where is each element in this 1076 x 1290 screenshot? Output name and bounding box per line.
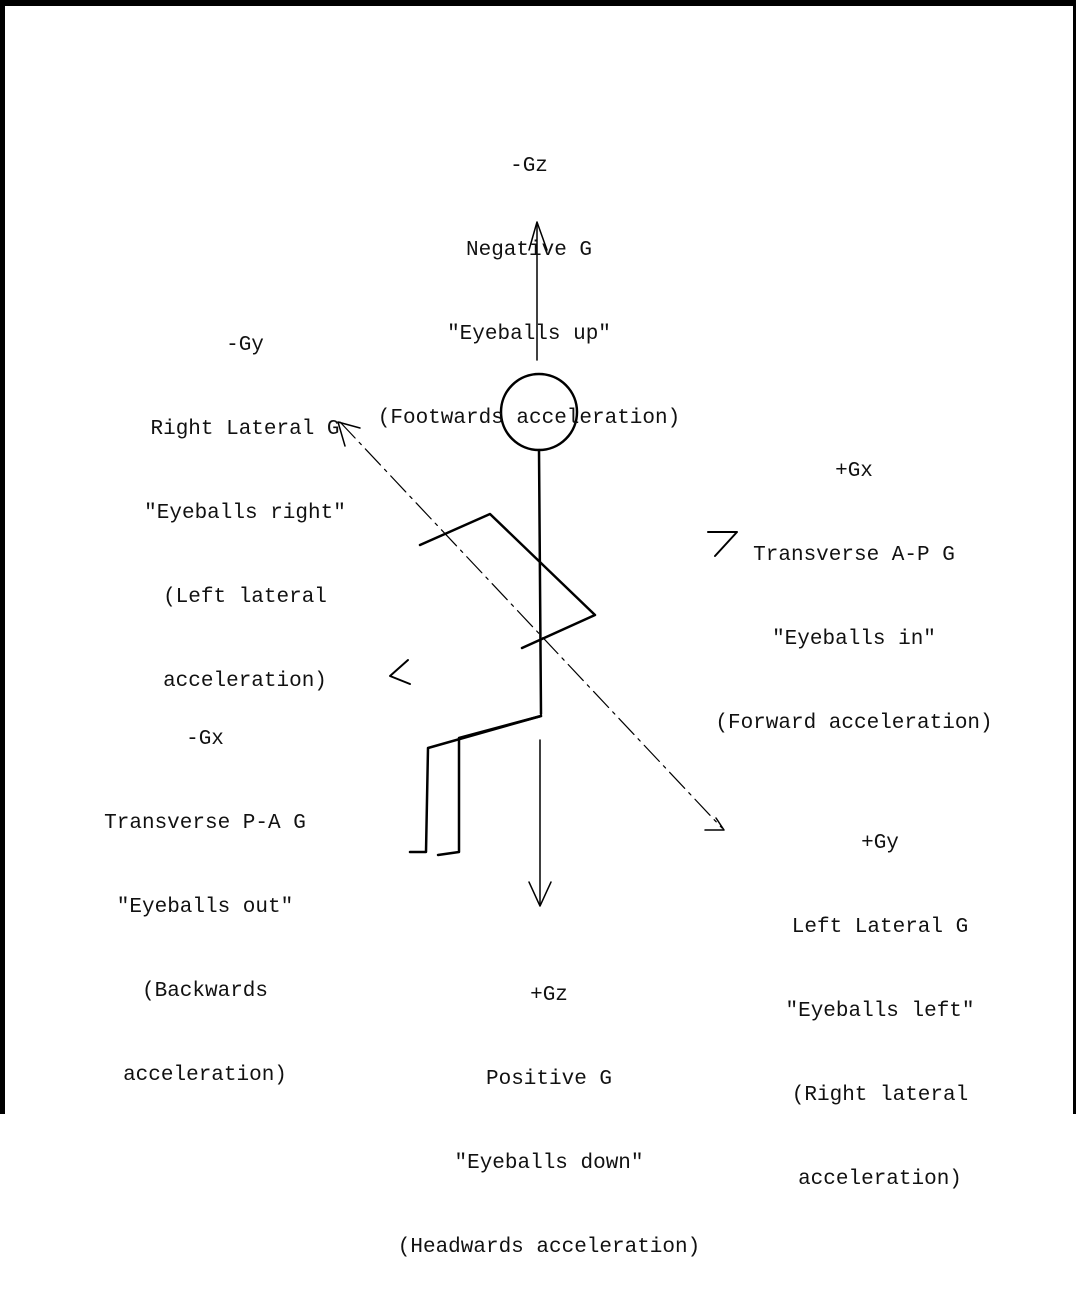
gy-neg-arrowhead — [337, 421, 361, 447]
g-axes-diagram — [337, 221, 738, 907]
gx-neg-arrowhead — [389, 659, 411, 685]
figure-arm-upper — [418, 512, 597, 650]
gz-down-arrowhead — [528, 881, 552, 907]
label-negative-gy: -Gy Right Lateral G "Eyeballs right" (Le… — [144, 334, 346, 693]
figure-frame — [0, 0, 1076, 1114]
label-positive-gx: +Gx Transverse A-P G "Eyeballs in" (Forw… — [715, 460, 993, 735]
figure-leg-back — [436, 714, 543, 857]
gy-pos-arrowhead — [704, 817, 725, 831]
label-positive-gy: +Gy Left Lateral G "Eyeballs left" (Righ… — [785, 832, 975, 1191]
gz-up-arrowhead — [528, 221, 548, 251]
gy-axis — [339, 421, 723, 829]
label-positive-gz: +Gz Positive G "Eyeballs down" (Headward… — [397, 984, 701, 1259]
label-negative-gz: -Gz Negative G "Eyeballs up" (Footwards … — [377, 155, 681, 430]
figure-torso — [537, 448, 543, 716]
label-negative-gx: -Gx Transverse P-A G "Eyeballs out" (Bac… — [104, 728, 306, 1087]
figure-leg-front — [408, 714, 543, 854]
gx-pos-arrowhead — [707, 531, 738, 557]
